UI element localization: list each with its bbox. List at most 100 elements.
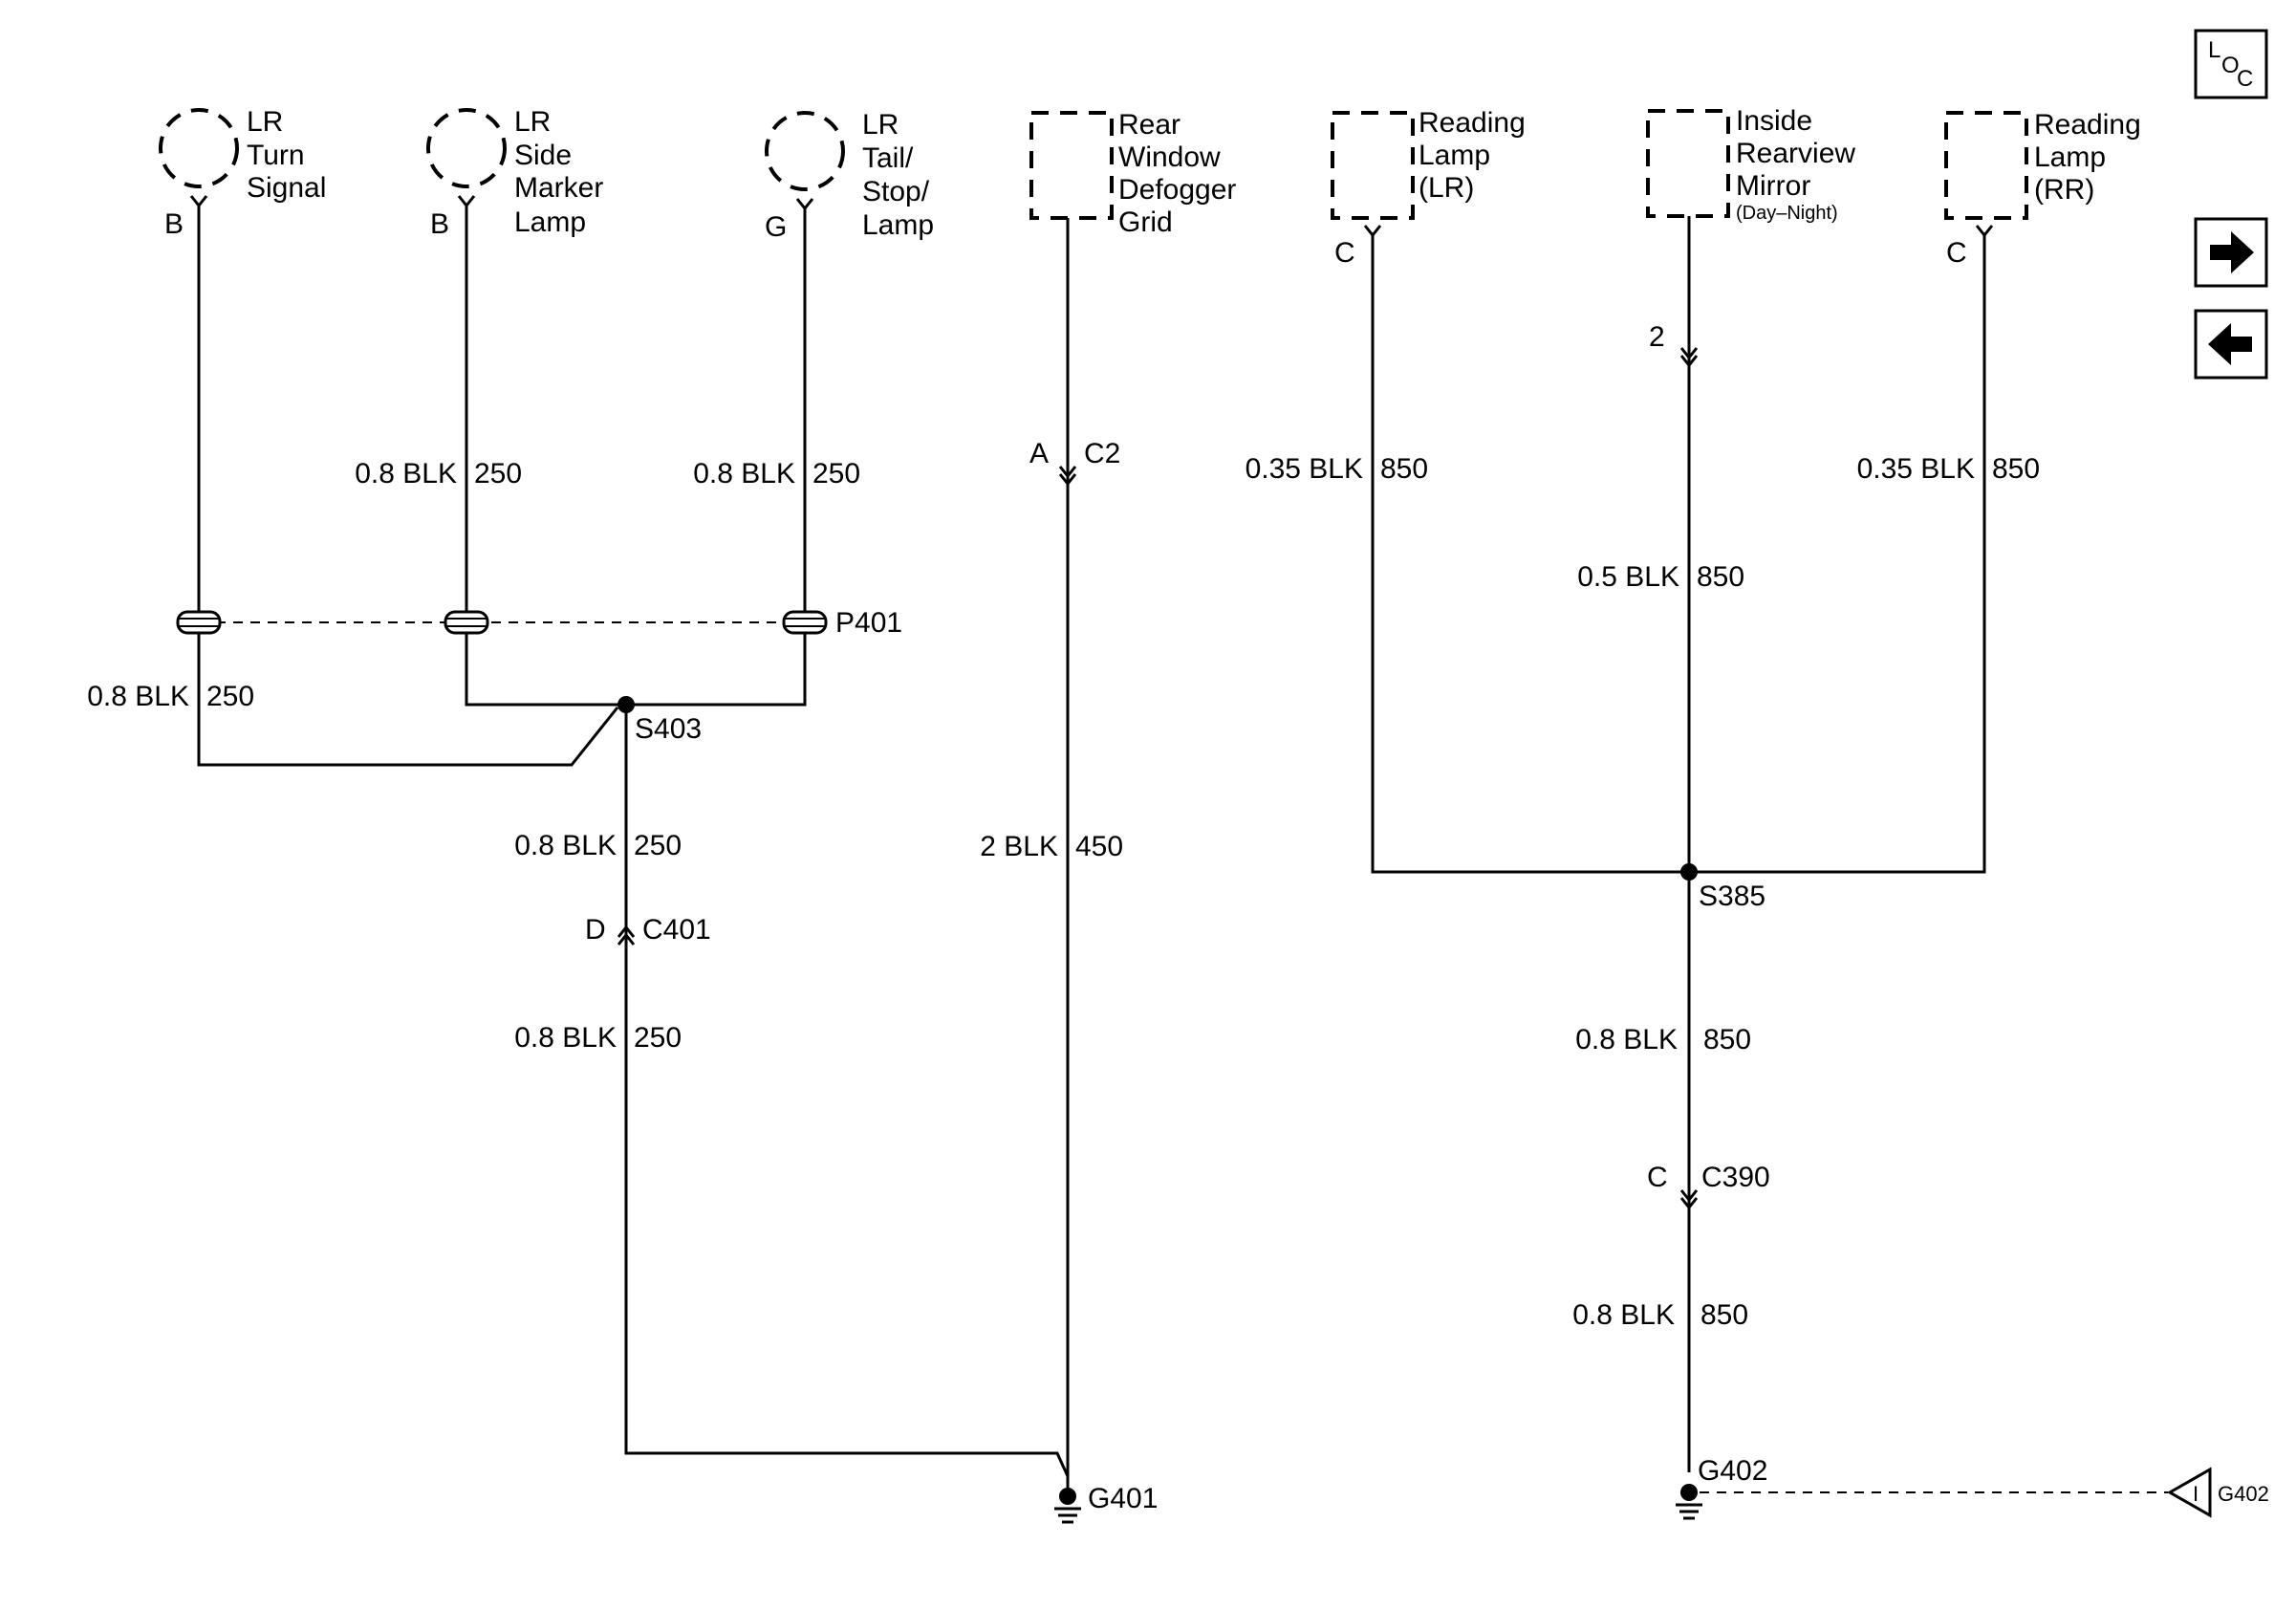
reading-lamp-lr: Reading Lamp (LR) C — [1331, 107, 1526, 269]
wire-reading-lamp-rr — [1689, 235, 1986, 874]
comp-label-line3: (LR) — [1419, 172, 1474, 204]
wire-circuit: 850 — [1380, 453, 1428, 485]
connector-pin: C — [1647, 1162, 1668, 1193]
back-button[interactable] — [2194, 309, 2268, 380]
wire-label-reading-lamp-rr: 0.35 BLK 850 — [1857, 453, 2041, 485]
wire-circuit: 250 — [474, 458, 522, 490]
wire-label-mirror: 0.5 BLK 850 — [1577, 561, 1744, 593]
pin-label: B — [430, 208, 449, 240]
comp-label-line3: Marker — [514, 172, 603, 204]
comp-label-line1: Inside — [1736, 105, 1812, 137]
connector-label: P401 — [835, 607, 902, 639]
location-button[interactable]: L O C — [2194, 29, 2268, 99]
wire-circuit: 250 — [206, 681, 254, 712]
wire-label-c401-down: 0.8 BLK 250 — [514, 1022, 682, 1054]
splice-label: S385 — [1699, 881, 1765, 912]
wire-circuit: 850 — [1697, 561, 1744, 593]
mirror-pin-2: 2 — [1649, 321, 1699, 368]
component-box — [1944, 111, 2028, 220]
reference-triangle-icon — [2166, 1467, 2212, 1518]
wire-size: 0.8 BLK — [1572, 1299, 1675, 1331]
wire-label-s385-down: 0.8 BLK 850 — [1575, 1024, 1751, 1055]
wire-label-turn-lower: 0.8 BLK 250 — [87, 681, 254, 712]
wire-label-c390-down: 0.8 BLK 850 — [1572, 1299, 1748, 1331]
comp-label-line1: Reading — [1419, 107, 1526, 139]
wire-size: 0.8 BLK — [514, 830, 617, 861]
pin-label: B — [164, 208, 184, 240]
p401-terminal-tail — [782, 610, 828, 635]
comp-label-line3: Defogger — [1118, 174, 1236, 206]
wire-size: 0.35 BLK — [1245, 453, 1363, 485]
wire-size: 2 BLK — [980, 831, 1058, 862]
comp-label-line2: Window — [1118, 141, 1221, 173]
connector-label: C390 — [1701, 1162, 1770, 1193]
wire-size: 0.8 BLK — [693, 458, 795, 490]
wire-circuit: 450 — [1075, 831, 1123, 862]
wire-s403-to-g401 — [624, 705, 1070, 1477]
wire-lr-turn — [197, 206, 619, 767]
wire-label-defogger: 2 BLK 450 — [980, 831, 1123, 862]
pin-label: C — [1946, 237, 1967, 269]
connector-label: C401 — [642, 914, 711, 946]
ground-icon — [1676, 1503, 1702, 1520]
g402-reference-link[interactable]: I G402 — [2166, 1467, 2269, 1518]
comp-label-line4: Grid — [1118, 207, 1173, 238]
comp-label-line1: Rear — [1118, 109, 1180, 141]
connector-p401: P401 — [176, 607, 902, 639]
left-arrow-icon — [2208, 323, 2252, 365]
comp-label-line1: LR — [247, 106, 283, 138]
loc-letter-o: O — [2221, 53, 2240, 78]
wire-size: 0.8 BLK — [514, 1022, 617, 1054]
comp-label-line2: Turn — [247, 140, 305, 171]
splice-s403: S403 — [617, 696, 702, 745]
wire-label-s403-down: 0.8 BLK 250 — [514, 830, 682, 861]
comp-label-line2: Rearview — [1736, 138, 1855, 169]
right-arrow-icon — [2210, 231, 2254, 273]
splice-label: S403 — [635, 713, 702, 745]
wire-size: 0.8 BLK — [87, 681, 189, 712]
ground-icon — [1054, 1507, 1081, 1524]
comp-label-line4: Lamp — [862, 209, 934, 241]
lr-tail-stop-lamp: LR Tail/ Stop/ Lamp G — [765, 109, 934, 243]
component-box — [1331, 111, 1415, 220]
reference-label: G402 — [2218, 1482, 2269, 1506]
wire-circuit: 850 — [1700, 1299, 1748, 1331]
pin-label: C — [1334, 237, 1355, 269]
comp-label-line3: Signal — [247, 172, 326, 204]
connector-label: C2 — [1084, 438, 1120, 469]
pin-label: G — [765, 211, 787, 243]
lamp-symbol — [426, 108, 507, 188]
comp-label-line3: (RR) — [2034, 174, 2094, 206]
connector-pin: A — [1029, 438, 1049, 469]
lamp-symbol — [159, 108, 239, 188]
connector-c390: C C390 — [1647, 1162, 1770, 1210]
comp-label-line2: Tail/ — [862, 142, 914, 174]
wire-circuit: 850 — [1703, 1024, 1751, 1055]
wire-lr-tail — [626, 208, 807, 707]
ground-g401: G401 — [1054, 1483, 1158, 1524]
forward-button[interactable] — [2194, 217, 2268, 288]
p401-terminal-turn — [176, 610, 222, 635]
loc-letter-l: L — [2208, 37, 2220, 63]
wire-size: 0.8 BLK — [1575, 1024, 1678, 1055]
reading-lamp-rr: Reading Lamp (RR) C — [1944, 109, 2141, 269]
component-box — [1646, 109, 1730, 218]
connector-c2: A C2 — [1029, 438, 1120, 487]
wire-circuit: 250 — [634, 1022, 682, 1054]
ground-g402: G402 — [1676, 1455, 2168, 1520]
splice-s385: S385 — [1680, 863, 1765, 912]
comp-label-line1: LR — [862, 109, 899, 141]
loc-letter-c: C — [2237, 66, 2253, 92]
comp-label-line3: Stop/ — [862, 176, 930, 207]
comp-label-line2: Side — [514, 140, 572, 171]
wire-size: 0.5 BLK — [1577, 561, 1679, 593]
inside-rearview-mirror: Inside Rearview Mirror (Day–Night) — [1646, 105, 1855, 224]
lamp-symbol — [765, 111, 845, 191]
comp-label-line3: Mirror — [1736, 170, 1810, 202]
reference-glyph: I — [2193, 1482, 2199, 1506]
connector-c401: D C401 — [585, 914, 711, 946]
ground-label: G402 — [1698, 1455, 1767, 1487]
comp-label-line1: LR — [514, 106, 551, 138]
connector-pin: D — [585, 914, 606, 946]
comp-label-line2: Lamp — [2034, 141, 2106, 173]
